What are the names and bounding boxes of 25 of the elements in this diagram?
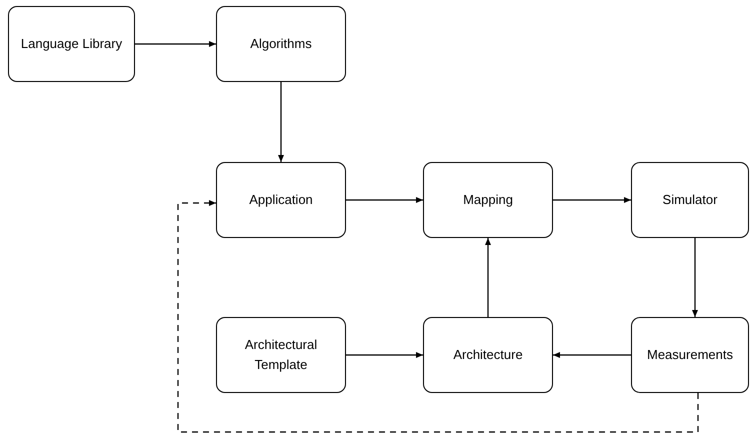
- box-label: Algorithms: [249, 35, 313, 53]
- arrow: [177, 200, 699, 433]
- arrow: [485, 238, 491, 317]
- box-label: Application: [248, 191, 314, 209]
- box-label: Mapping: [462, 191, 514, 209]
- process-box: [216, 317, 346, 393]
- arrow: [278, 82, 284, 162]
- process-box: [216, 162, 346, 238]
- arrow: [135, 41, 216, 47]
- arrow: [692, 238, 698, 317]
- arrow: [346, 352, 423, 358]
- process-box: [8, 6, 135, 82]
- process-box: [631, 162, 749, 238]
- process-box: [631, 317, 749, 393]
- box-label: Architecture: [452, 346, 524, 364]
- box-label: Measurements: [646, 346, 734, 364]
- box-label: Architectural Template: [244, 336, 318, 374]
- arrow: [346, 197, 423, 203]
- box-label: Language Library: [20, 35, 124, 53]
- process-box: [423, 317, 553, 393]
- arrow: [553, 352, 631, 358]
- process-box: [216, 6, 346, 82]
- process-box: [423, 162, 553, 238]
- box-label: Simulator: [662, 191, 718, 209]
- arrow: [553, 197, 631, 203]
